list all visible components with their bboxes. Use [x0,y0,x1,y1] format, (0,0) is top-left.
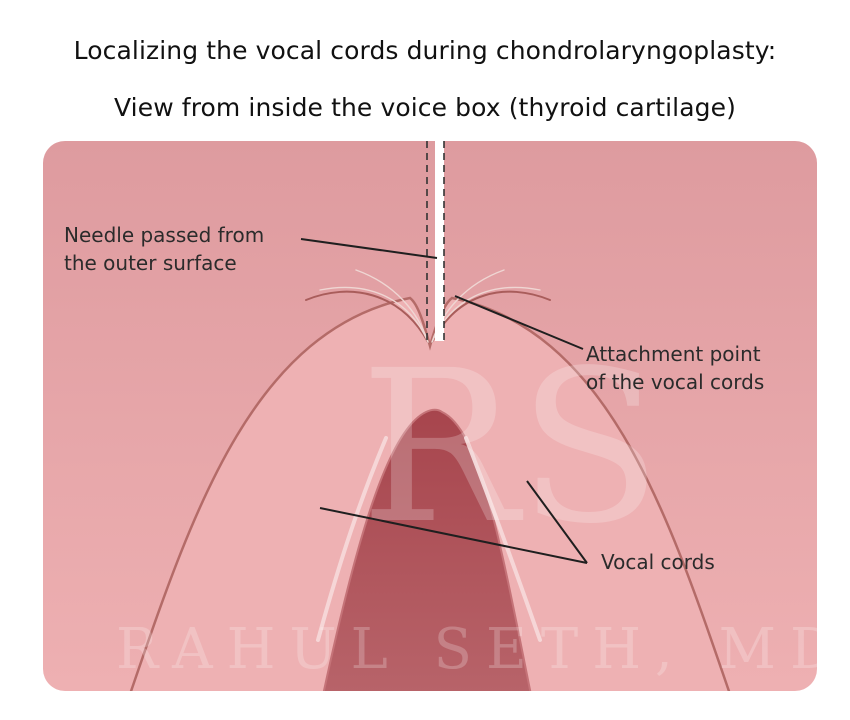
label-attachment-line2: of the vocal cords [586,370,764,394]
watermark-name: RAHUL SETH, MD [116,617,849,682]
illustration-panel: RS RAHUL SETH, MD [43,141,849,691]
label-vocal-cords: Vocal cords [601,550,715,574]
watermark-monogram: RS [360,325,662,570]
vocal-cord-right [464,436,542,642]
page-title: Localizing the vocal cords during chondr… [73,36,777,65]
label-needle-line2: the outer surface [64,251,237,275]
label-attachment-line1: Attachment point [586,342,761,366]
vocal-cord-left [316,436,388,642]
label-needle-line1: Needle passed from [64,223,264,247]
glottis-opening [320,408,534,691]
page-subtitle: View from inside the voice box (thyroid … [114,93,736,122]
leader-lines [300,238,588,564]
needle-icon [426,141,445,341]
